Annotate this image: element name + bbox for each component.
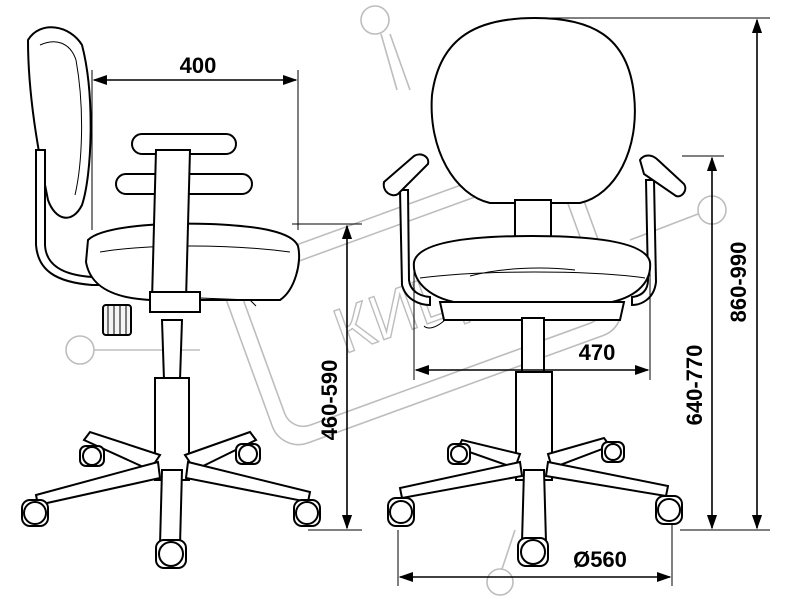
dimension-front-total-height-label: 860-990 [726,242,751,323]
front-view-chair [382,16,687,567]
dimension-base-diameter: Ø560 [397,524,673,586]
dimension-front-seat-width-label: 470 [579,340,616,365]
dimension-side-depth-label: 400 [180,53,217,78]
dimension-front-armrest-height: 640-770 [680,155,724,531]
dimension-front-seat-width: 470 [413,262,651,380]
side-view-chair [21,26,321,569]
dimension-side-seat-height-label: 460-590 [317,360,342,441]
dimension-base-diameter-label: Ø560 [573,547,627,572]
dimension-side-seat-height: 460-590 [292,223,362,531]
dimension-front-total-height: 860-990 [540,17,770,531]
dimension-side-depth: 400 [91,53,299,230]
dimension-front-armrest-height-label: 640-770 [682,345,707,426]
